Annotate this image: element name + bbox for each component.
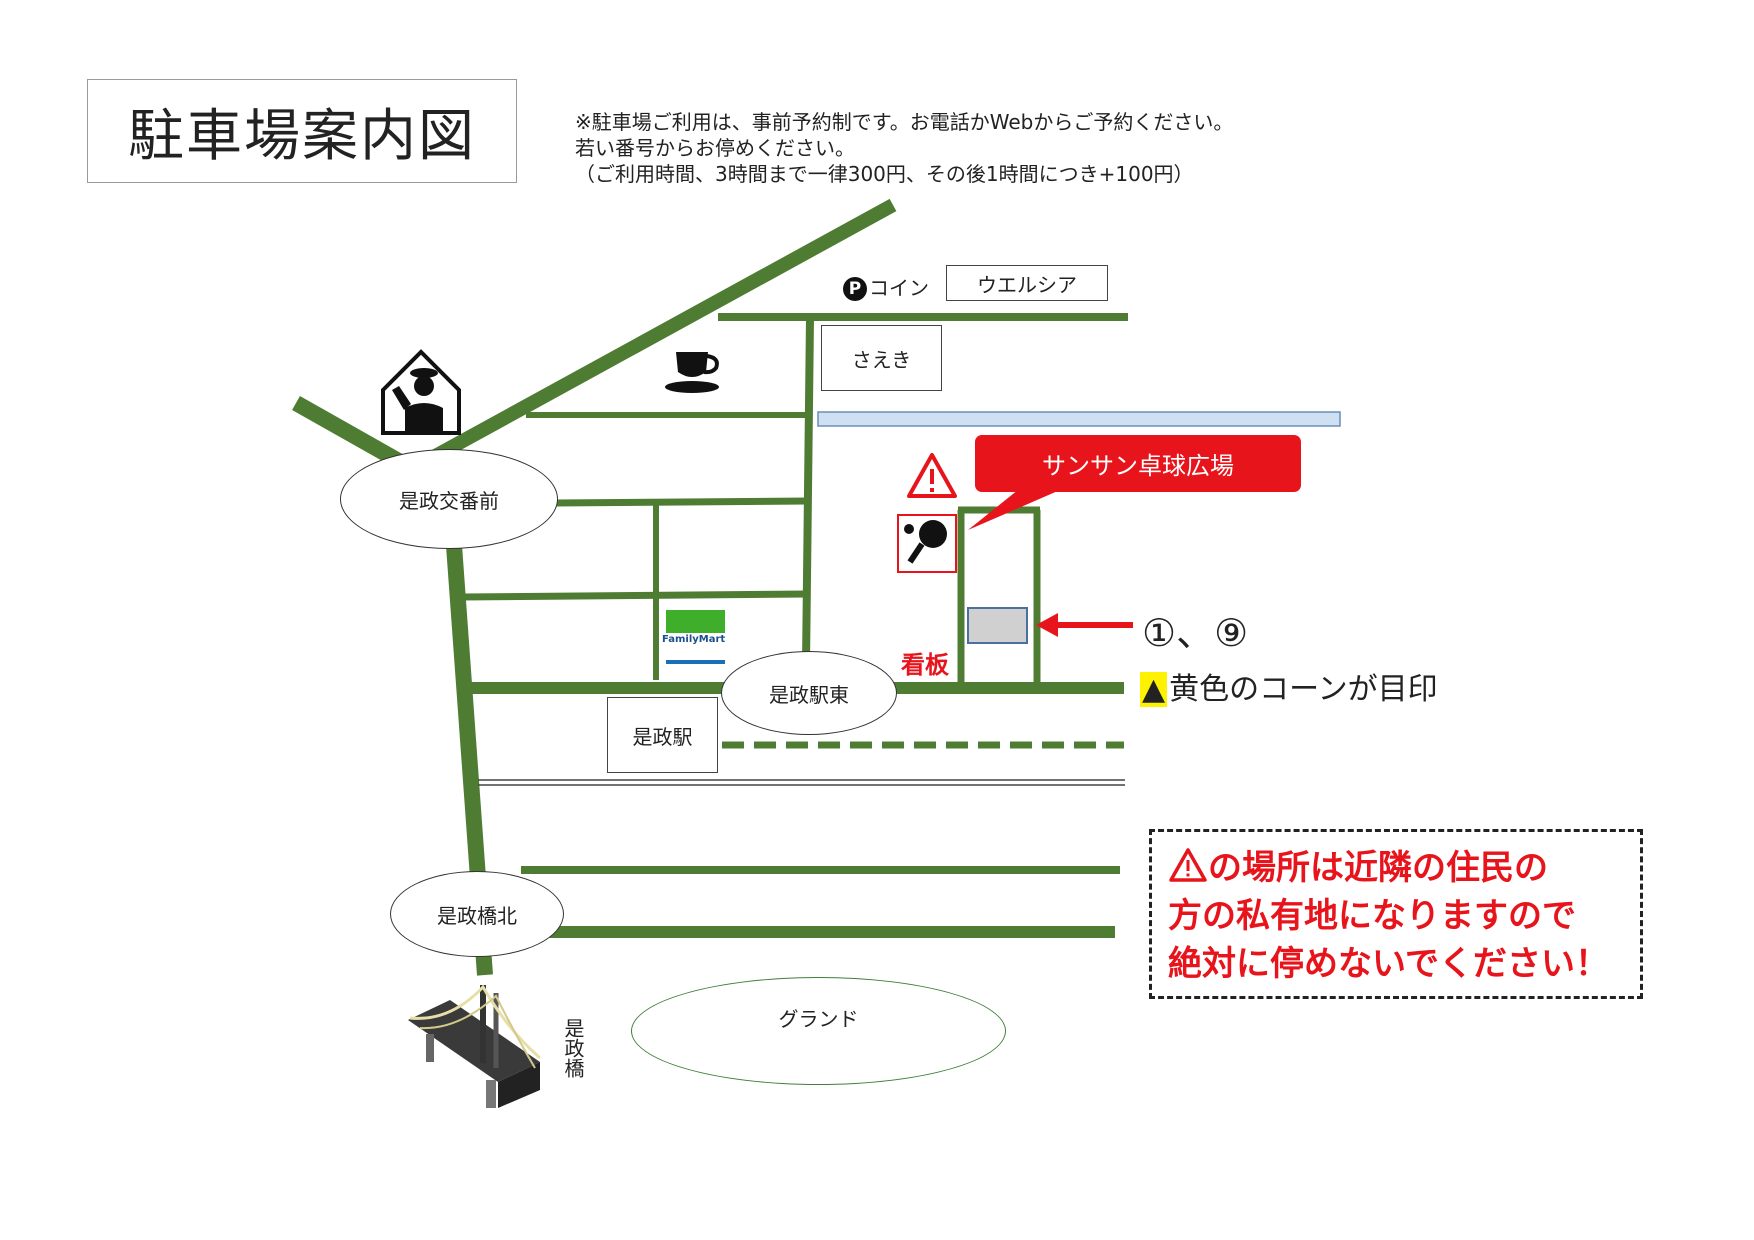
usage-notes: ※駐車場ご利用は、事前予約制です。お電話かWebからご予約ください。 若い番号か… <box>575 109 1233 187</box>
note-line: ※駐車場ご利用は、事前予約制です。お電話かWebからご予約ください。 <box>575 110 1234 134</box>
river <box>817 411 1341 427</box>
welcia-label: ウエルシア <box>977 272 1077 297</box>
warning-notice: の場所は近隣の住民の 方の私有地になりますので 絶対に停めないでください！ <box>1149 829 1643 999</box>
station-east-intersection: 是政駅東 <box>721 651 897 735</box>
warning-triangle-icon <box>1169 848 1207 882</box>
venue-banner-pointer <box>968 490 1060 530</box>
warning-text-3: 絶対に停めないでください！ <box>1168 944 1609 984</box>
road-center-vertical <box>802 317 814 665</box>
venue-banner: サンサン卓球広場 <box>975 435 1301 492</box>
arrow-icon <box>1036 613 1133 637</box>
warning-text-1: の場所は近隣の住民の <box>1208 848 1548 888</box>
signboard-label: 看板 <box>901 651 949 679</box>
cone-mark: ▲ <box>1140 672 1168 707</box>
police-box-icon <box>381 349 461 435</box>
station-box: 是政駅 <box>607 697 718 773</box>
lot-numbers: ①、⑨ <box>1142 611 1249 655</box>
coffee-cup-icon <box>665 352 719 393</box>
bridge-label: 是政橋 <box>561 1018 585 1078</box>
warning-text-2: 方の私有地になりますので <box>1168 896 1576 936</box>
bridge-north-label: 是政橋北 <box>437 903 517 928</box>
note-line: 若い番号からお停めください。 <box>575 136 855 160</box>
ground-label: グランド <box>778 1006 859 1031</box>
familymart-logo <box>666 610 725 664</box>
koban-intersection: 是政交番前 <box>340 449 558 549</box>
bridge-north-intersection: 是政橋北 <box>390 871 564 957</box>
note-line: （ご利用時間、3時間まで一律300円、その後1時間につき+100円） <box>575 162 1194 186</box>
warning-triangle-icon <box>907 453 957 498</box>
bridge-icon <box>408 984 541 1108</box>
cone-text: 黄色のコーンが目印 <box>1169 672 1438 707</box>
parking-lot <box>967 607 1028 644</box>
parking-p-icon: P <box>843 277 867 301</box>
coin-parking-text: コイン <box>869 276 929 300</box>
page-title: 駐車場案内図 <box>128 103 476 169</box>
saeki-box: さえき <box>821 325 942 391</box>
koban-intersection-label: 是政交番前 <box>399 488 499 513</box>
familymart-label: FamilyMart <box>662 634 726 645</box>
road-koban <box>554 497 809 507</box>
venue-label: サンサン卓球広場 <box>1042 452 1234 480</box>
road-middle <box>461 590 809 601</box>
station-label: 是政駅 <box>632 724 693 749</box>
ground-area: グランド <box>631 977 1006 1085</box>
welcia-box: ウエルシア <box>946 265 1108 301</box>
road-diagonal-main <box>424 198 897 467</box>
cone-note: ▲黄色のコーンが目印 <box>1140 664 1438 708</box>
warning-line: の場所は近隣の住民の <box>1168 844 1626 892</box>
table-tennis-icon <box>897 514 957 573</box>
saeki-label: さえき <box>851 347 912 372</box>
station-east-label: 是政駅東 <box>769 682 849 707</box>
title-box: 駐車場案内図 <box>87 79 517 183</box>
